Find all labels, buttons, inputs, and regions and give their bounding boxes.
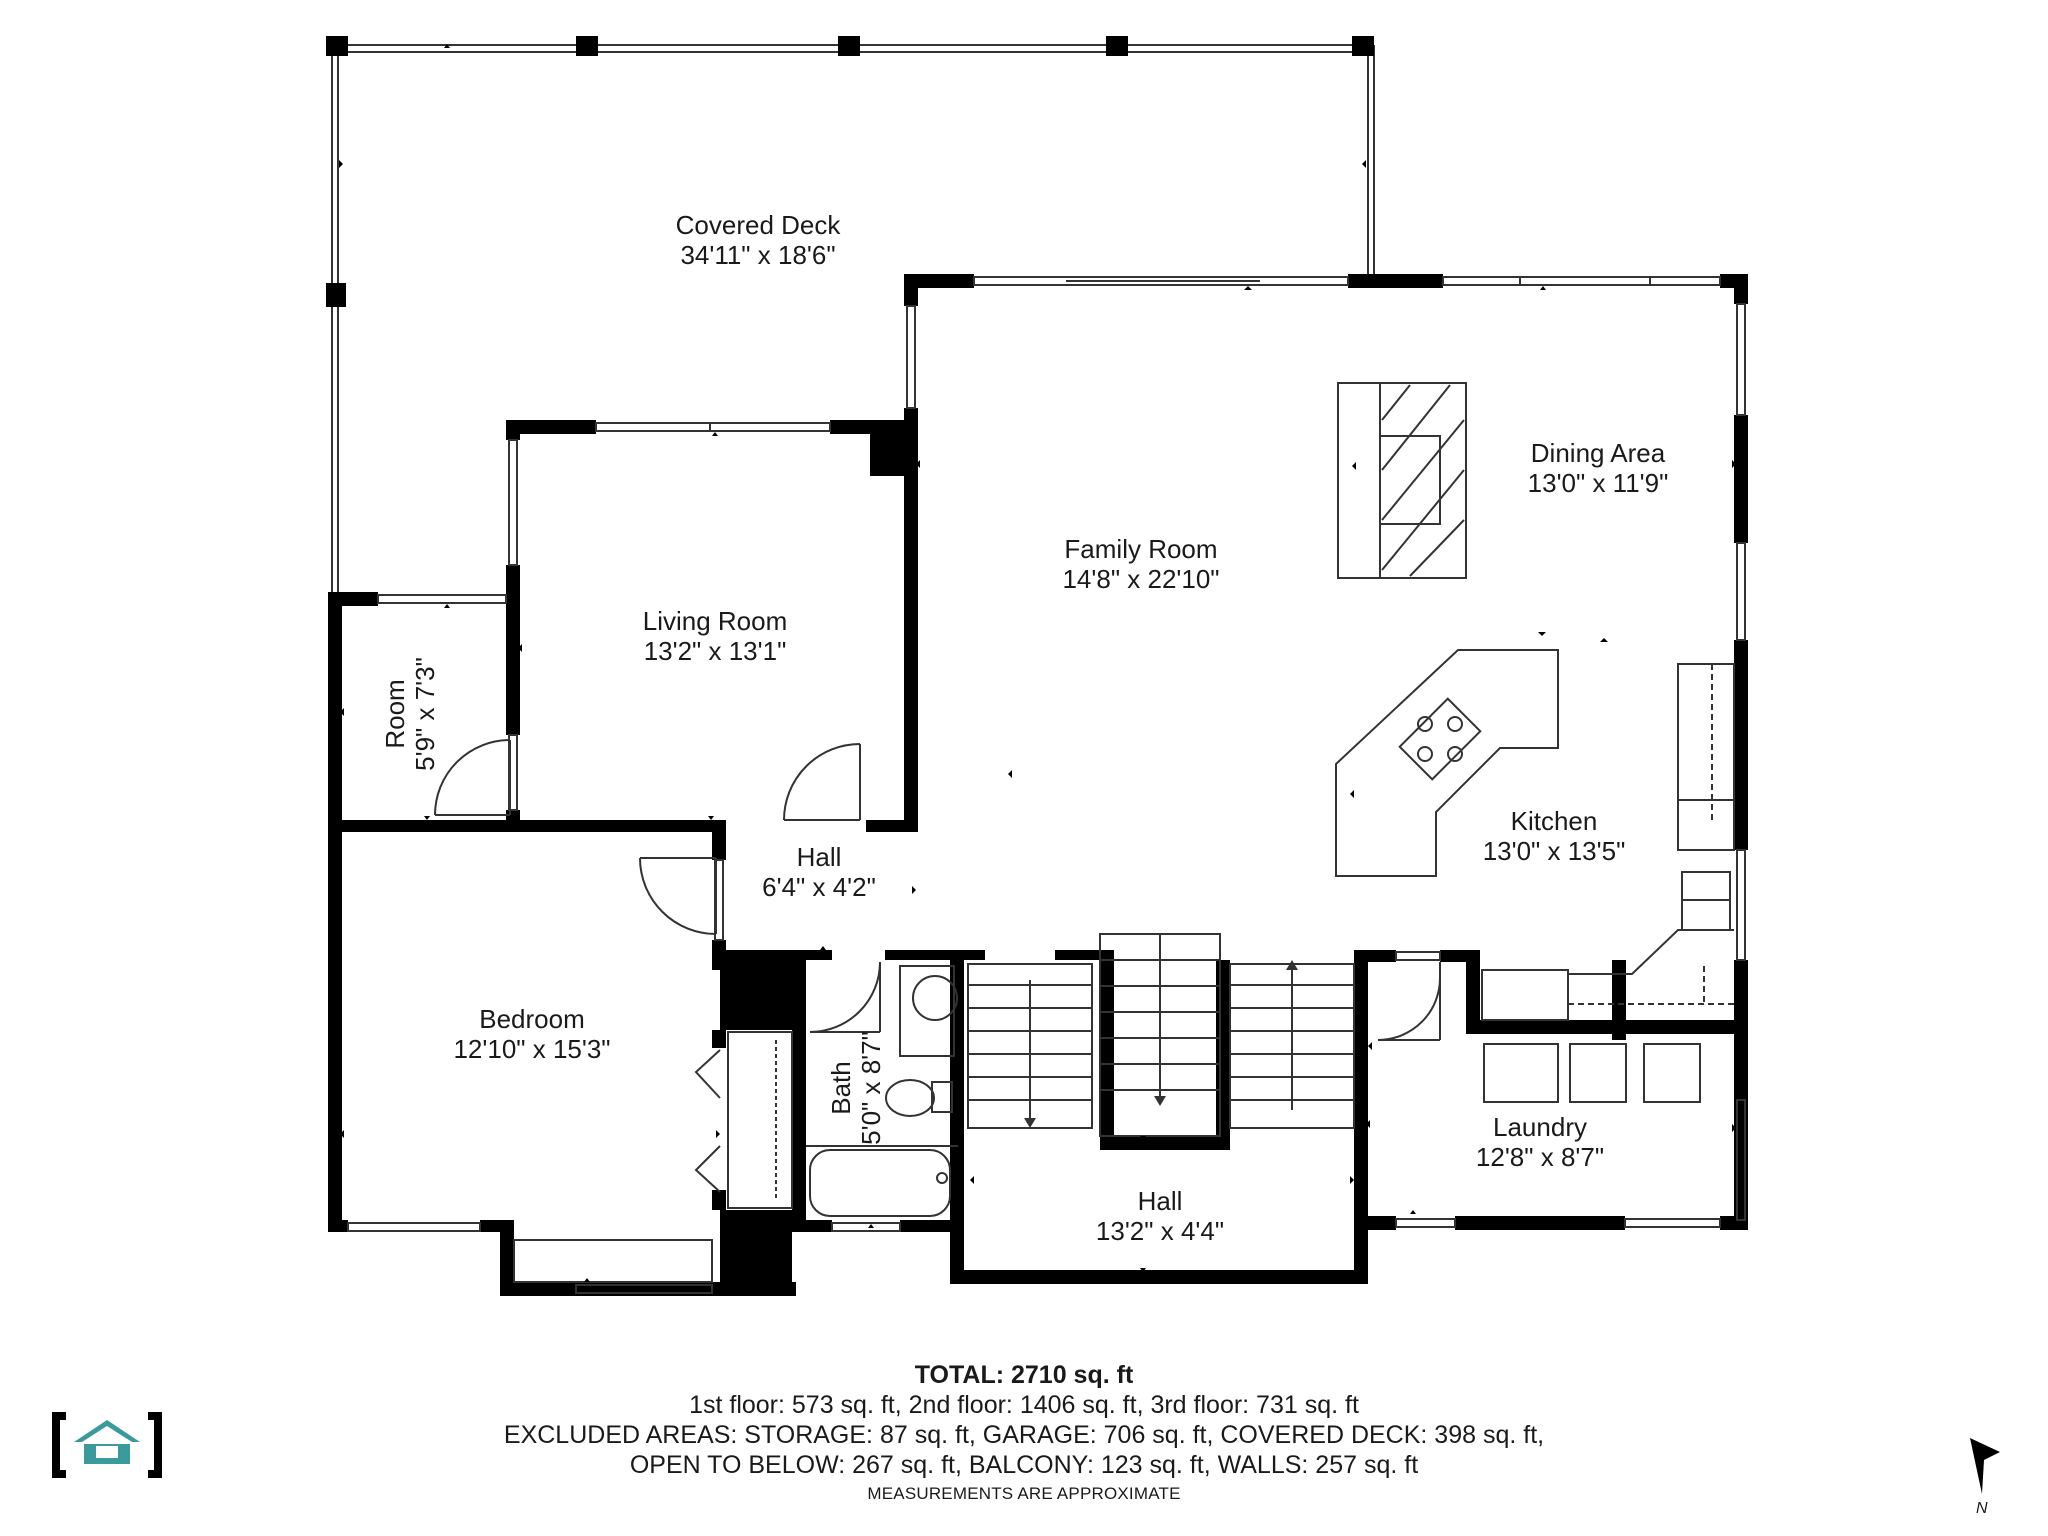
bath-dims: 5'0" x 8'7" xyxy=(856,1031,886,1145)
dining-area-dims: 13'0" x 11'9" xyxy=(1528,468,1669,498)
windows xyxy=(347,276,1746,1294)
small-room-dims: 5'9" x 7'3" xyxy=(410,657,440,771)
excluded-areas-line-1: EXCLUDED AREAS: STORAGE: 87 sq. ft, GARA… xyxy=(503,1421,1545,1449)
small-room-name: Room xyxy=(380,679,410,748)
floor-areas: 1st floor: 573 sq. ft, 2nd floor: 1406 s… xyxy=(689,1391,1359,1419)
covered-deck-name: Covered Deck xyxy=(676,210,842,240)
family-room-name: Family Room xyxy=(1064,534,1217,564)
measurement-note: MEASUREMENTS ARE APPROXIMATE xyxy=(867,1484,1181,1503)
family-room-dims: 14'8" x 22'10" xyxy=(1062,564,1219,594)
covered-deck-outline xyxy=(330,44,1375,592)
bedroom-dims: 12'10" x 15'3" xyxy=(453,1034,610,1064)
bedroom-name: Bedroom xyxy=(479,1004,585,1034)
living-room-name: Living Room xyxy=(643,606,788,636)
kitchen-name: Kitchen xyxy=(1511,806,1598,836)
brand-logo-icon xyxy=(52,1412,162,1478)
covered-deck-dims: 34'11" x 18'6" xyxy=(680,240,835,270)
kitchen-dims: 13'0" x 13'5" xyxy=(1483,836,1626,866)
total-area: TOTAL: 2710 sq. ft xyxy=(914,1361,1134,1389)
doors xyxy=(434,739,1441,1209)
compass-arrow-icon xyxy=(1970,1438,2000,1494)
hall-upper-name: Hall xyxy=(797,842,842,872)
fixtures xyxy=(806,382,1735,1217)
north-compass: N xyxy=(1948,1432,2008,1522)
stairs xyxy=(967,933,1355,1137)
excluded-areas-line-2: OPEN TO BELOW: 267 sq. ft, BALCONY: 123 … xyxy=(629,1451,1419,1479)
hall-upper-dims: 6'4" x 4'2" xyxy=(762,872,876,902)
compass-north-label: N xyxy=(1976,1500,1988,1517)
measurement-ticks xyxy=(339,44,1736,1282)
stair-arrows xyxy=(1024,960,1298,1128)
hall-lower-name: Hall xyxy=(1138,1186,1183,1216)
deck-posts xyxy=(326,36,1374,307)
walls xyxy=(328,274,1748,1296)
area-summary: TOTAL: 2710 sq. ft 1st floor: 573 sq. ft… xyxy=(0,1360,2048,1508)
bath-name: Bath xyxy=(826,1061,856,1115)
laundry-dims: 12'8" x 8'7" xyxy=(1476,1142,1604,1172)
laundry-name: Laundry xyxy=(1493,1112,1587,1142)
hall-lower-dims: 13'2" x 4'4" xyxy=(1096,1216,1224,1246)
dining-area-name: Dining Area xyxy=(1531,438,1666,468)
room-labels: Covered Deck 34'11" x 18'6" Dining Area … xyxy=(380,210,1668,1246)
living-room-dims: 13'2" x 13'1" xyxy=(644,636,787,666)
